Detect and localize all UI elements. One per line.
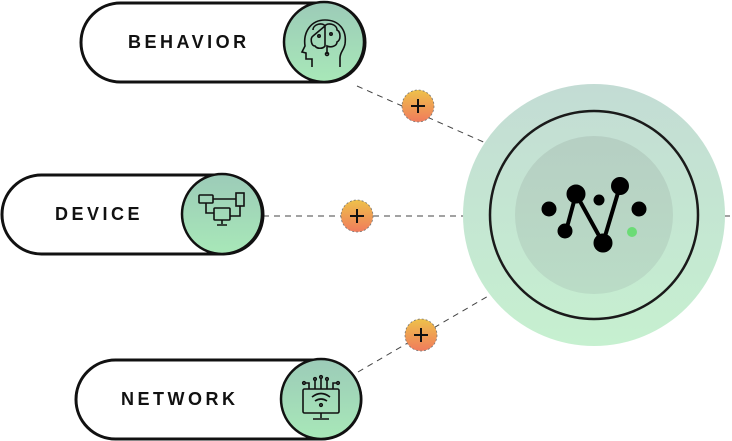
node-behavior[interactable] <box>79 0 367 84</box>
connector-network <box>357 294 491 373</box>
n-network-logo-icon <box>541 177 647 253</box>
plus-icon <box>414 328 428 342</box>
node-device[interactable] <box>0 172 265 256</box>
accent-dot <box>627 227 637 237</box>
plus-button-behavior[interactable] <box>401 89 435 123</box>
node-network[interactable] <box>74 357 363 441</box>
plus-icon <box>350 209 364 223</box>
brain-head-icon <box>300 19 347 67</box>
hub <box>463 84 725 346</box>
node-label-device: DEVICE <box>55 204 144 224</box>
plus-button-device[interactable] <box>340 199 374 233</box>
node-label-network: NETWORK <box>121 389 239 409</box>
plus-icon <box>411 99 425 113</box>
network-monitor-icon <box>301 374 341 420</box>
node-label-behavior: BEHAVIOR <box>128 32 250 52</box>
connected-devices-icon <box>198 192 245 226</box>
plus-button-network[interactable] <box>404 318 438 352</box>
